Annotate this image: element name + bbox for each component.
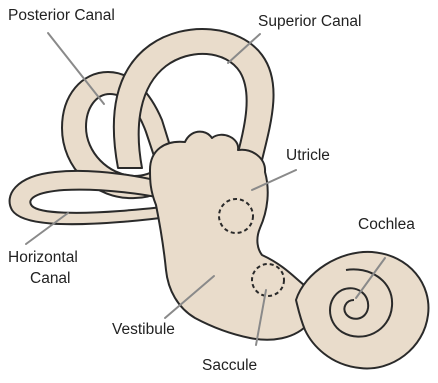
labyrinth xyxy=(10,29,429,368)
cochlea-label: Cochlea xyxy=(358,216,415,233)
utricle-label: Utricle xyxy=(286,147,330,164)
posterior-canal-label: Posterior Canal xyxy=(8,7,115,24)
horizontal-canal-label-line1: Horizontal xyxy=(8,249,78,266)
superior-canal-label: Superior Canal xyxy=(258,13,361,30)
vestibule-label: Vestibule xyxy=(112,321,175,338)
horizontal-canal-label-line2: Canal xyxy=(30,270,71,287)
saccule-label: Saccule xyxy=(202,357,257,374)
